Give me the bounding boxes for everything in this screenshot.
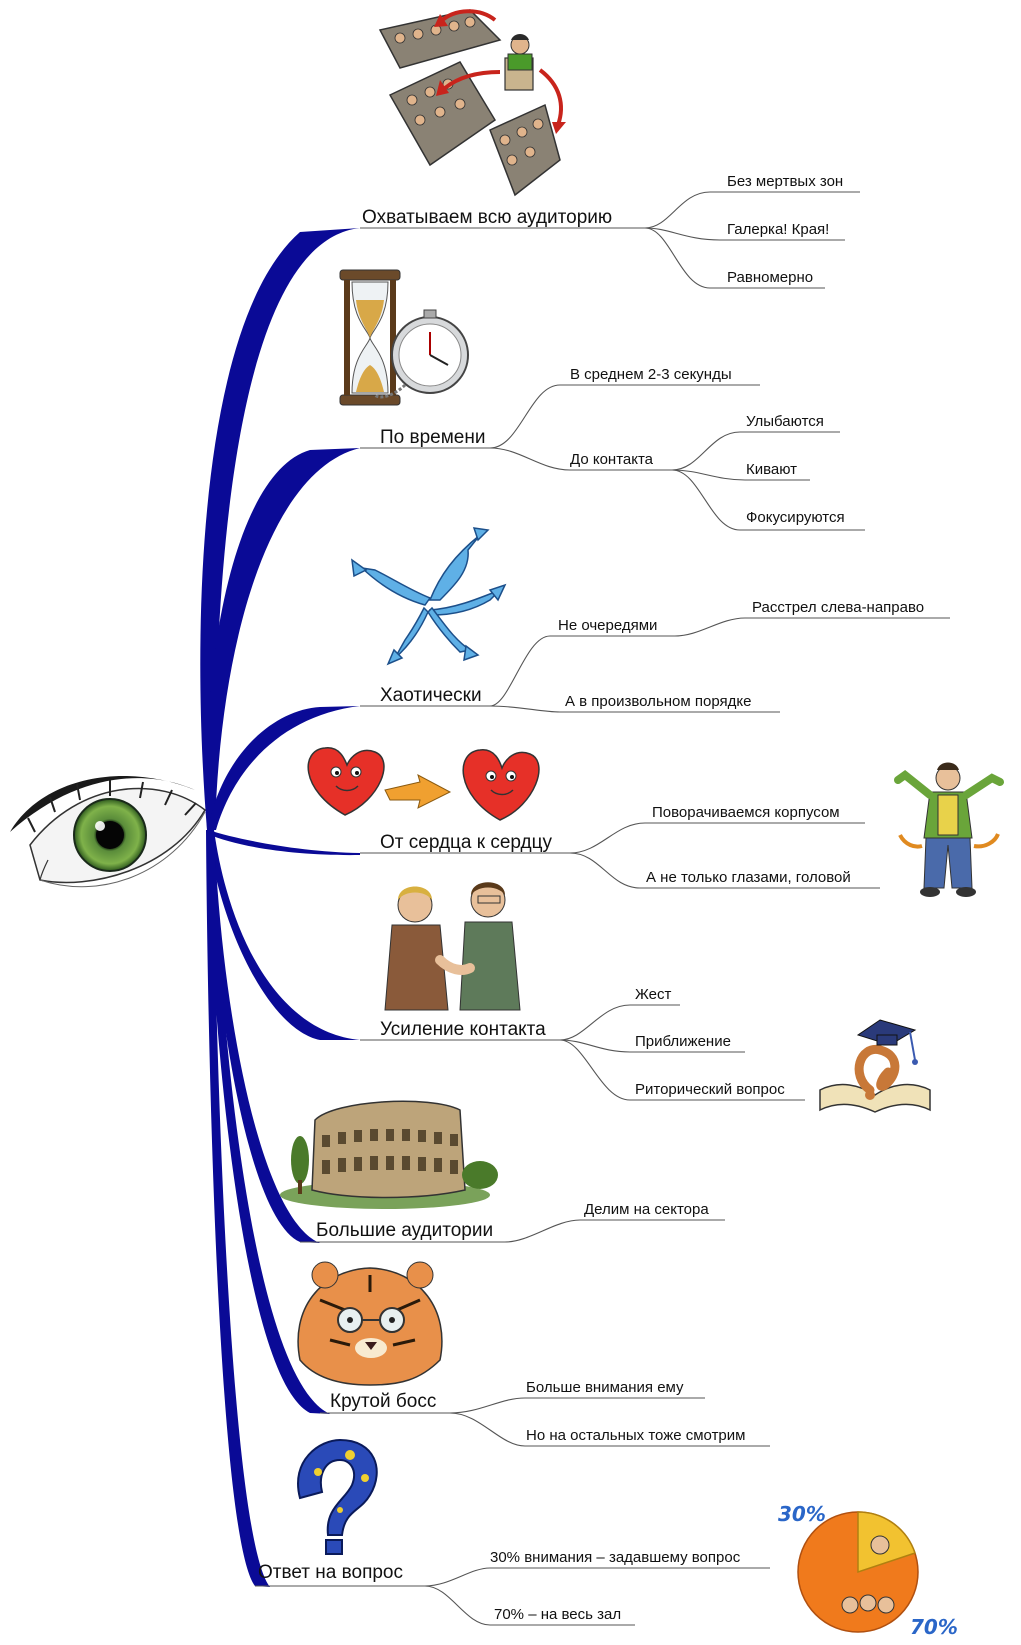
leaf-label: А в произвольном порядке xyxy=(565,693,752,710)
branch-label-4: От сердца к сердцу xyxy=(380,832,553,853)
hearts-icon xyxy=(307,747,540,821)
leaf-label: Расстрел слева-направо xyxy=(752,599,925,616)
leaf-label: Галерка! Края! xyxy=(727,221,830,238)
trunk-branch-7 xyxy=(207,830,330,1414)
question-mark-icon xyxy=(297,1438,378,1555)
leaf-label: А не только глазами, головой xyxy=(646,869,851,886)
question-book-icon xyxy=(819,1019,931,1113)
turning-man-icon xyxy=(894,762,1004,897)
leaf-label: Поворачиваемся корпусом xyxy=(652,804,840,821)
leaf-label: В среднем 2-3 секунды xyxy=(570,366,732,383)
leaf-label: Приближение xyxy=(635,1033,731,1050)
audience-rows-icon xyxy=(378,9,566,197)
leaf-label: Равномерно xyxy=(727,269,814,286)
colosseum-icon xyxy=(280,1100,498,1209)
branch-label-7: Крутой босс xyxy=(330,1391,437,1412)
trunk-branch-8 xyxy=(206,830,270,1587)
leaf-label: Жест xyxy=(635,986,672,1003)
attention-pie-icon xyxy=(797,1511,919,1633)
leaf-label: Без мертвых зон xyxy=(727,173,844,190)
hourglass-stopwatch-icon xyxy=(339,269,469,406)
pie-label-70: 70% xyxy=(910,1615,958,1639)
branch-label-2: По времени xyxy=(380,427,486,448)
leaf-label: Делим на сектора xyxy=(584,1201,709,1218)
leaf-label: До контакта xyxy=(570,451,654,468)
trunk-branches xyxy=(200,228,360,1587)
tiger-boss-icon xyxy=(297,1261,443,1386)
eye-icon xyxy=(10,775,206,888)
connector-lines xyxy=(255,191,950,1626)
branch-label-8: Ответ на вопрос xyxy=(258,1562,403,1583)
leaf-label: 30% внимания – задавшему вопрос xyxy=(490,1549,741,1566)
leaf-label: Улыбаются xyxy=(746,413,824,430)
branch-label-1: Охватываем всю аудиторию xyxy=(362,207,613,228)
leaf-label: 70% – на весь зал xyxy=(494,1606,622,1623)
trunk-branch-4 xyxy=(208,830,360,856)
handshake-icon xyxy=(384,882,521,1011)
branch-label-3: Хаотически xyxy=(380,685,482,706)
leaf-label: Кивают xyxy=(746,461,798,478)
leaf-label: Риторический вопрос xyxy=(635,1081,785,1098)
trunk-branch-1 xyxy=(200,228,360,830)
leaf-label: Фокусируются xyxy=(746,509,845,526)
trunk-branch-2 xyxy=(206,448,360,830)
trunk-branch-6 xyxy=(207,830,320,1243)
branch-label-6: Большие аудитории xyxy=(316,1220,494,1241)
pie-label-30: 30% xyxy=(778,1502,826,1526)
leaf-label: Не очередями xyxy=(558,617,658,634)
branch-label-5: Усиление контакта xyxy=(380,1019,546,1040)
trunk-branch-3 xyxy=(208,706,360,830)
chaotic-arrows-icon xyxy=(351,527,507,666)
leaf-label: Больше внимания ему xyxy=(526,1379,684,1396)
trunk-branch-5 xyxy=(207,830,360,1040)
leaf-label: Но на остальных тоже смотрим xyxy=(526,1427,746,1444)
